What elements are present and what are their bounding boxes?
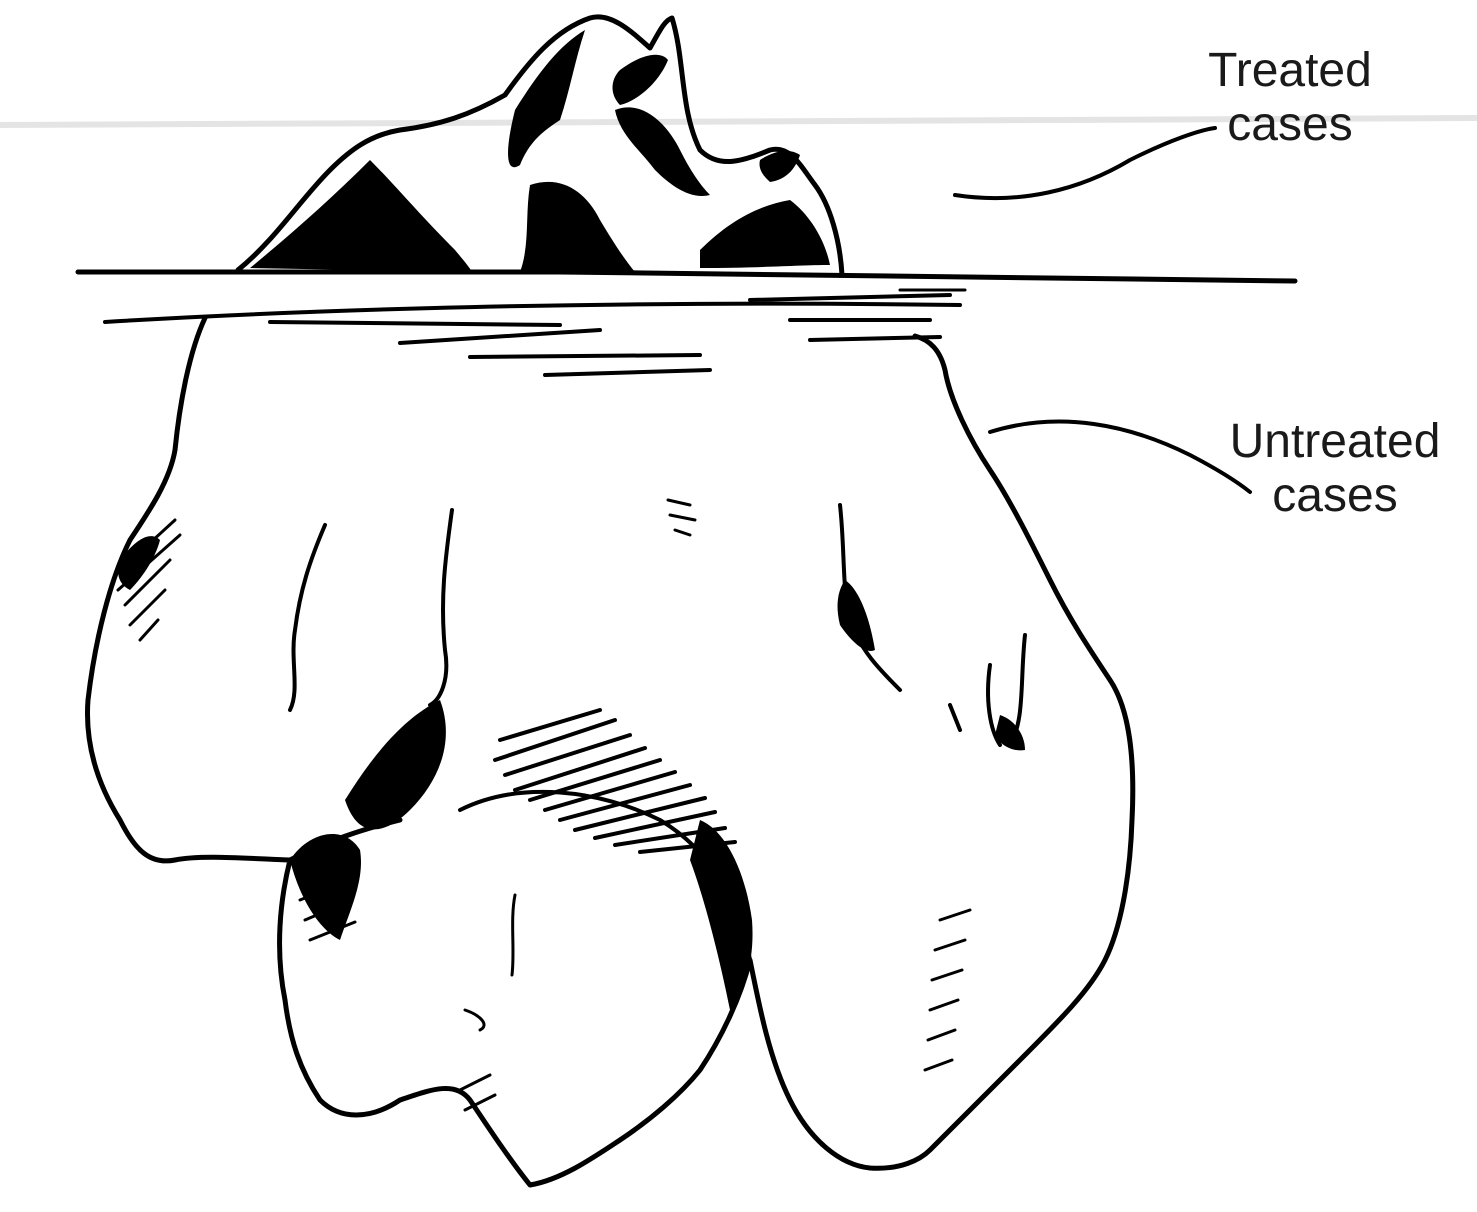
treated-label-line2: cases — [1195, 98, 1385, 152]
water-surface — [78, 272, 1295, 375]
untreated-label-line1: Untreated — [1210, 415, 1460, 469]
iceberg-tip — [238, 17, 842, 275]
hatching-center — [495, 710, 735, 852]
untreated-label-line2: cases — [1210, 469, 1460, 523]
treated-leader-line — [955, 128, 1215, 198]
hatching-right — [925, 910, 970, 1070]
untreated-cases-label: Untreated cases — [1210, 415, 1460, 523]
iceberg-submerged — [87, 318, 1132, 1185]
treated-cases-label: Treated cases — [1195, 44, 1385, 152]
treated-label-line1: Treated — [1195, 44, 1385, 98]
